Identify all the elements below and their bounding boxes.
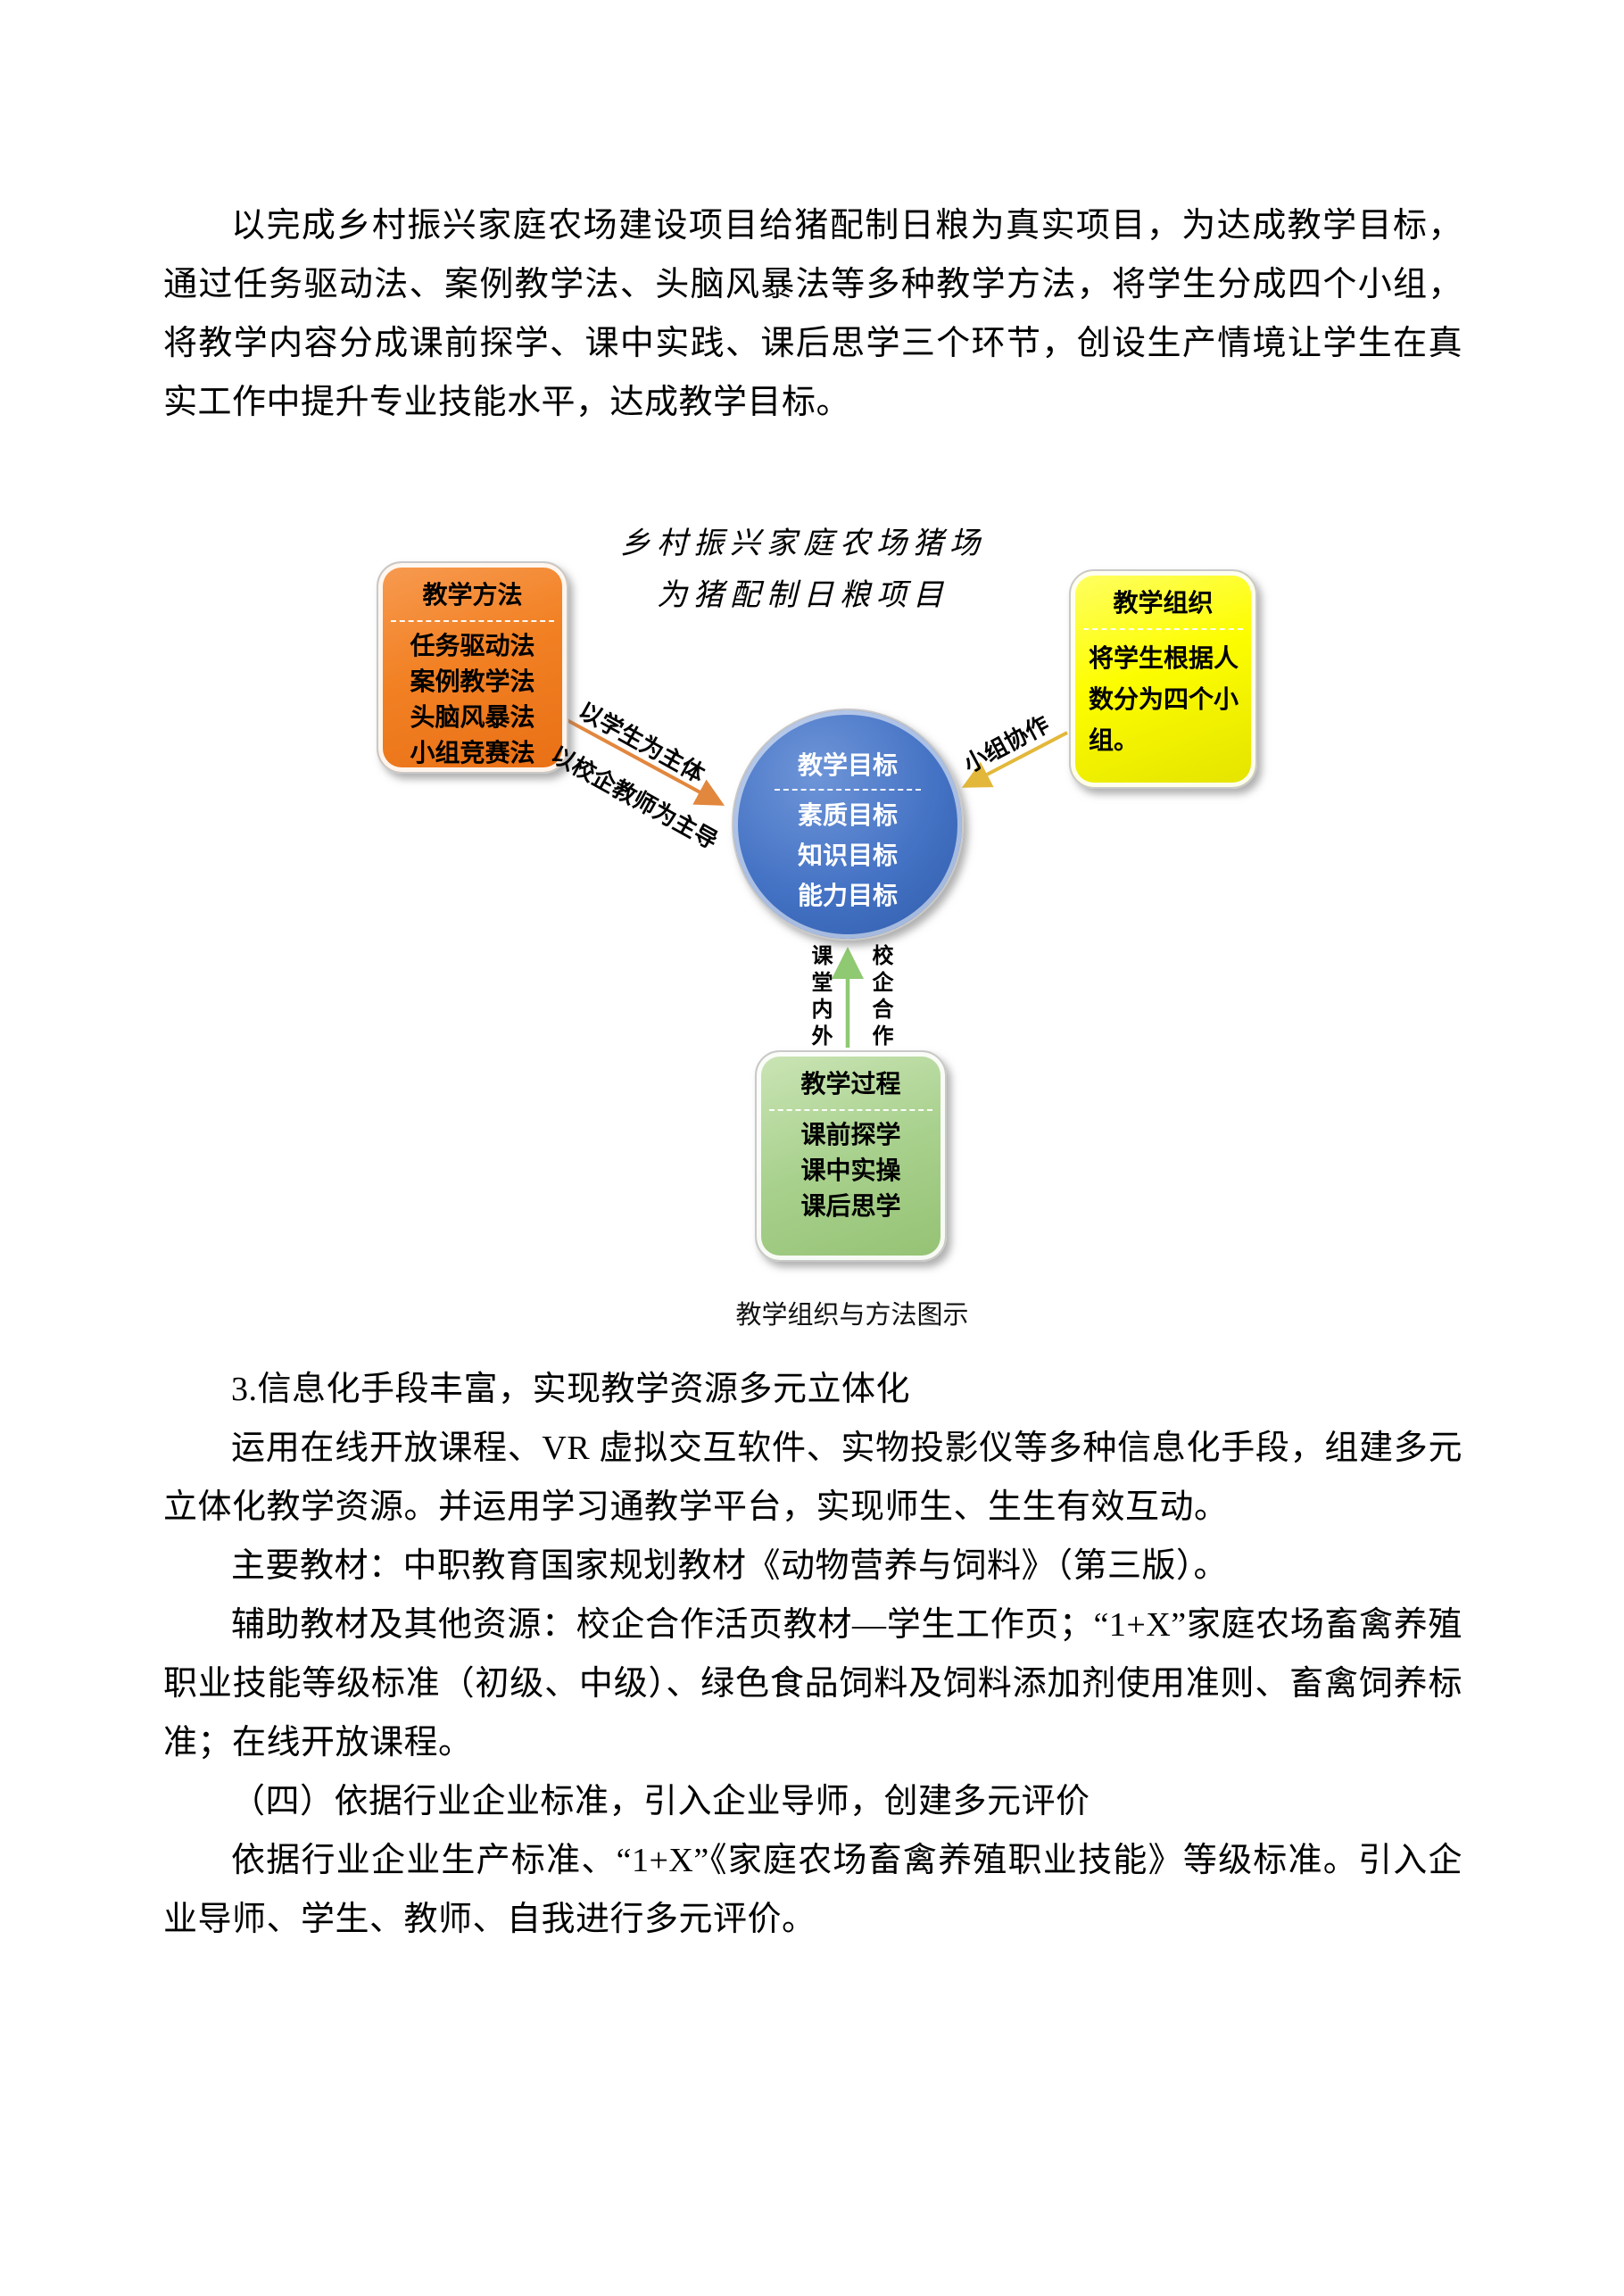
method-item: 案例教学法: [410, 668, 535, 696]
divider-line: [769, 1109, 932, 1111]
teaching-goals-circle: 教学目标 素质目标 知识目标 能力目标: [732, 709, 964, 941]
textbook-paragraph: 主要教材：中职教育国家规划教材《动物营养与饲料》（第三版）。: [231, 1547, 1229, 1585]
lower-text-block: 3.信息化手段丰富，实现教学资源多元立体化 运用在线开放课程、VR 虚拟交互软件…: [163, 1360, 1462, 1949]
method-item: 头脑风暴法: [410, 704, 535, 732]
section4-paragraph: 依据行业企业生产标准、“1+X”《家庭农场畜禽养殖职业技能》等级标准。引入企业导…: [163, 1842, 1462, 1938]
diagram-title-line1: 乡村振兴家庭农场猪场: [620, 526, 986, 561]
teaching-organization-text: 将学生根据人数分为四个小组。: [1089, 645, 1239, 755]
aux-materials-paragraph: 辅助教材及其他资源：校企合作活页教材—学生工作页；“1+X”家庭农场畜禽养殖职业…: [163, 1606, 1462, 1761]
teaching-methods-title: 教学方法: [422, 582, 523, 609]
goal-item: 素质目标: [797, 802, 898, 830]
process-item: 课后思学: [800, 1193, 901, 1221]
goal-item: 能力目标: [797, 883, 898, 910]
teaching-process-box: 教学过程 课前探学 课中实操 课后思学: [755, 1050, 947, 1262]
teaching-organization-title: 教学组织: [1113, 590, 1214, 618]
teaching-process-title: 教学过程: [800, 1071, 901, 1098]
method-item: 小组竞赛法: [410, 740, 535, 767]
diagram-title-line2: 为猪配制日粮项目: [657, 577, 949, 613]
divider-line: [775, 789, 921, 791]
diagram-caption: 教学组织与方法图示: [735, 1301, 969, 1330]
diagram-title: 乡村振兴家庭农场猪场 为猪配制日粮项目: [535, 518, 1071, 621]
section4-heading: （四）依据行业企业标准，引入企业导师，创建多元评价: [231, 1783, 1090, 1820]
teaching-methods-box: 教学方法 任务驱动法 案例教学法 头脑风暴法 小组竞赛法: [377, 561, 568, 774]
teaching-goals-items: 素质目标 知识目标 能力目标: [733, 796, 962, 916]
arrow-label-school-enterprise: 校企合作: [868, 944, 891, 1051]
divider-line: [391, 620, 554, 622]
divider-line: [1083, 628, 1243, 630]
arrow-label-classroom: 课堂内外: [808, 944, 831, 1051]
teaching-methods-items: 任务驱动法 案例教学法 头脑风暴法 小组竞赛法: [378, 629, 567, 772]
intro-paragraph: 以完成乡村振兴家庭农场建设项目给猪配制日粮为真实项目，为达成教学目标，通过任务驱…: [163, 207, 1462, 421]
intro-text-block: 以完成乡村振兴家庭农场建设项目给猪配制日粮为真实项目，为达成教学目标，通过任务驱…: [163, 196, 1462, 432]
process-item: 课前探学: [800, 1122, 901, 1149]
goal-item: 知识目标: [797, 842, 898, 870]
arrow-label-group-collaboration: 小组协作: [959, 711, 1054, 778]
section3-paragraph: 运用在线开放课程、VR 虚拟交互软件、实物投影仪等多种信息化手段，组建多元立体化…: [163, 1430, 1462, 1526]
teaching-goals-title: 教学目标: [797, 752, 898, 780]
section3-heading: 3.信息化手段丰富，实现教学资源多元立体化: [231, 1371, 911, 1408]
teaching-organization-box: 教学组织 将学生根据人数分为四个小组。: [1069, 569, 1257, 789]
method-item: 任务驱动法: [410, 633, 535, 660]
teaching-process-items: 课前探学 课中实操 课后思学: [757, 1118, 945, 1225]
process-item: 课中实操: [800, 1157, 901, 1185]
